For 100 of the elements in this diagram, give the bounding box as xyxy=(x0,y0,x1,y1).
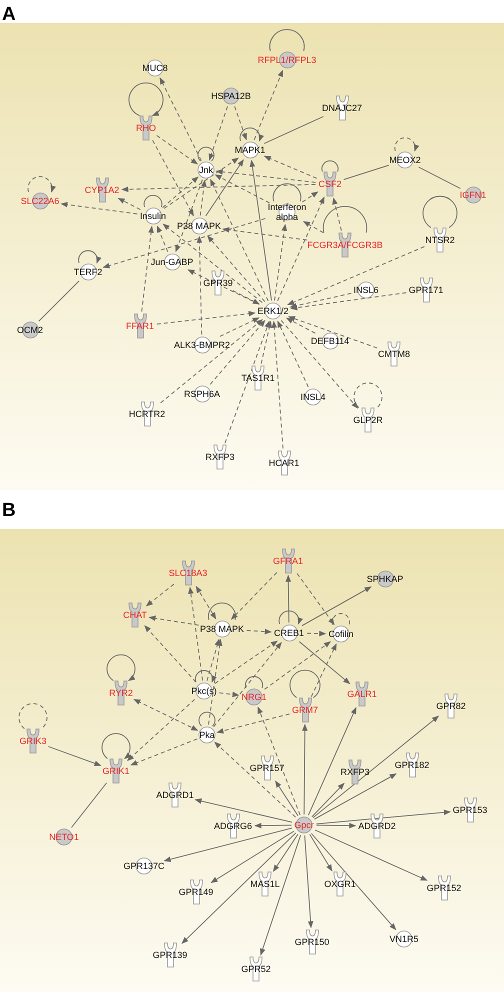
arrow xyxy=(210,320,266,385)
arrow xyxy=(152,140,194,216)
arrow xyxy=(214,640,278,684)
arrow xyxy=(175,179,203,252)
gene-label: TERF2 xyxy=(74,267,102,277)
molecule-node xyxy=(310,332,350,350)
arrow xyxy=(314,830,428,881)
receptor-node xyxy=(408,277,444,303)
molecule-node xyxy=(210,87,252,105)
arrow xyxy=(272,834,298,872)
receptor-node xyxy=(212,813,254,839)
receptor-node xyxy=(135,115,157,141)
arrow xyxy=(302,586,372,626)
arrow xyxy=(156,225,168,252)
molecule-node xyxy=(388,930,420,948)
arrow xyxy=(277,320,309,388)
receptor-node xyxy=(320,95,364,121)
gene-label: Jun-GABP xyxy=(150,257,194,267)
gene-label: SLC22A6 xyxy=(20,196,60,206)
gene-label: GPR139 xyxy=(152,950,188,960)
gene-label: GLP2R xyxy=(353,415,383,425)
receptor-node xyxy=(84,177,120,203)
arrow xyxy=(290,292,352,308)
panel xyxy=(0,500,504,992)
gene-label: FFAR1 xyxy=(126,321,154,331)
receptor-node xyxy=(352,407,384,433)
arrow xyxy=(188,586,204,681)
gene-label: GRIK3 xyxy=(19,736,46,746)
arrow xyxy=(106,654,136,682)
arrow xyxy=(310,643,337,698)
gene-label: ADGRG6 xyxy=(214,821,252,831)
receptor-node xyxy=(377,341,411,367)
molecule-node xyxy=(197,161,215,179)
receptor-node xyxy=(204,444,236,470)
arrow xyxy=(264,156,318,179)
panel-label: A xyxy=(2,5,16,25)
arrow xyxy=(156,310,256,325)
arrow xyxy=(303,221,324,234)
gene-label: GPR82 xyxy=(436,701,466,711)
arrow xyxy=(194,798,292,823)
receptor-node xyxy=(306,232,384,258)
arrow xyxy=(118,198,141,210)
receptor-node xyxy=(426,875,462,901)
gene-label: GPR153 xyxy=(452,805,488,815)
molecule-node xyxy=(141,59,169,77)
gene-label: MUC8 xyxy=(142,63,168,73)
arrow xyxy=(258,706,301,816)
arrow xyxy=(311,782,345,818)
gene-label: FCGR3A/FCGR3B xyxy=(307,240,383,250)
gene-label: GPR171 xyxy=(408,285,444,295)
arrow xyxy=(130,738,198,766)
gene-label: NETO1 xyxy=(49,832,79,842)
arrow xyxy=(275,780,298,816)
gene-label: GPR157 xyxy=(250,763,284,773)
gene-label: RXFP3 xyxy=(205,452,234,462)
gene-label: GPR52 xyxy=(241,964,271,974)
arrow xyxy=(274,224,288,301)
arrow xyxy=(254,822,292,828)
arrow xyxy=(164,158,239,209)
arrow xyxy=(219,317,260,337)
gene-label: GPR182 xyxy=(394,760,430,770)
arrow xyxy=(162,224,263,303)
panel xyxy=(0,4,504,490)
molecule-node xyxy=(16,321,44,339)
molecule-node xyxy=(272,624,306,642)
gene-label: CHAT xyxy=(123,610,147,620)
gene-label: OXGR1 xyxy=(324,879,356,889)
arrow xyxy=(121,184,316,192)
arrow xyxy=(200,180,207,216)
gene-label: P38 MAPK xyxy=(200,624,244,634)
arrow xyxy=(302,724,308,815)
gene-label: DNAJC27 xyxy=(322,103,362,113)
gene-label: Gpcr xyxy=(294,820,314,830)
receptor-node xyxy=(248,755,286,781)
gene-label: ERK1/2 xyxy=(257,306,289,316)
gene-label: VN1R5 xyxy=(389,934,418,944)
arrow xyxy=(332,197,342,232)
receptor-node xyxy=(168,560,208,586)
arrow xyxy=(162,176,199,208)
molecule-node xyxy=(150,253,194,271)
arrow xyxy=(306,630,326,636)
arrow xyxy=(28,176,56,193)
receptor-node xyxy=(339,759,371,785)
molecule-node xyxy=(256,51,318,69)
gene-label: RYR2 xyxy=(109,688,133,698)
arrow xyxy=(296,573,335,626)
molecule-node xyxy=(458,186,488,204)
gene-label: Pka xyxy=(199,730,215,740)
receptor-node xyxy=(101,758,131,784)
receptor-node xyxy=(435,693,467,719)
molecule-node xyxy=(198,726,216,744)
receptor-node xyxy=(202,270,234,296)
receptor-node xyxy=(122,602,148,628)
molecule-node xyxy=(122,857,166,875)
molecule-node xyxy=(293,816,315,834)
gene-label: SLC18A3 xyxy=(168,568,208,578)
arrow xyxy=(128,82,164,116)
gene-label: MAPK1 xyxy=(234,145,266,155)
gene-label: HSPA12B xyxy=(211,91,251,101)
molecule-node xyxy=(352,281,380,299)
